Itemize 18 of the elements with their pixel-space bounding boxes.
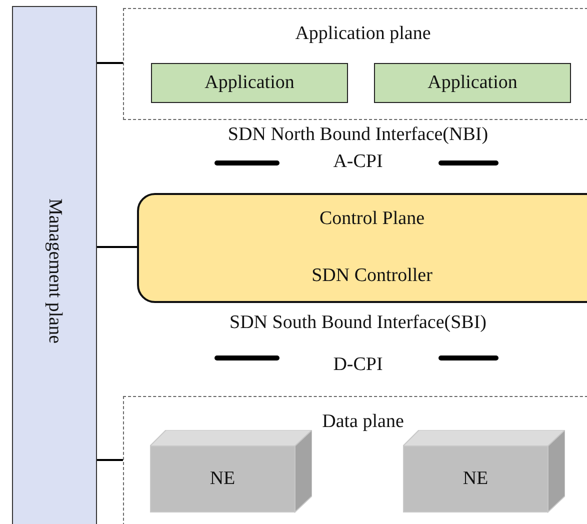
interface-label: SDN North Bound Interface(NBI)	[228, 124, 488, 146]
connector-line	[97, 246, 137, 248]
controller-box	[137, 193, 587, 303]
controller-label: SDN Controller	[310, 265, 434, 287]
application-box: Application	[374, 63, 571, 103]
dashed-plane-box	[123, 8, 587, 120]
connector-line	[97, 62, 123, 64]
plane-bar	[12, 6, 97, 524]
dashed-plane-box	[123, 396, 587, 524]
interface-label: D-CPI	[333, 354, 383, 376]
plane-title: Data plane	[321, 411, 405, 433]
application-box: Application	[151, 63, 348, 103]
interface-label: SDN South Bound Interface(SBI)	[230, 312, 486, 334]
connector-line	[97, 459, 123, 461]
plane-title: Control Plane	[318, 208, 426, 230]
plane-label: Management plane	[44, 198, 66, 344]
plane-title: Application plane	[294, 23, 432, 45]
interface-label: A-CPI	[333, 151, 383, 173]
